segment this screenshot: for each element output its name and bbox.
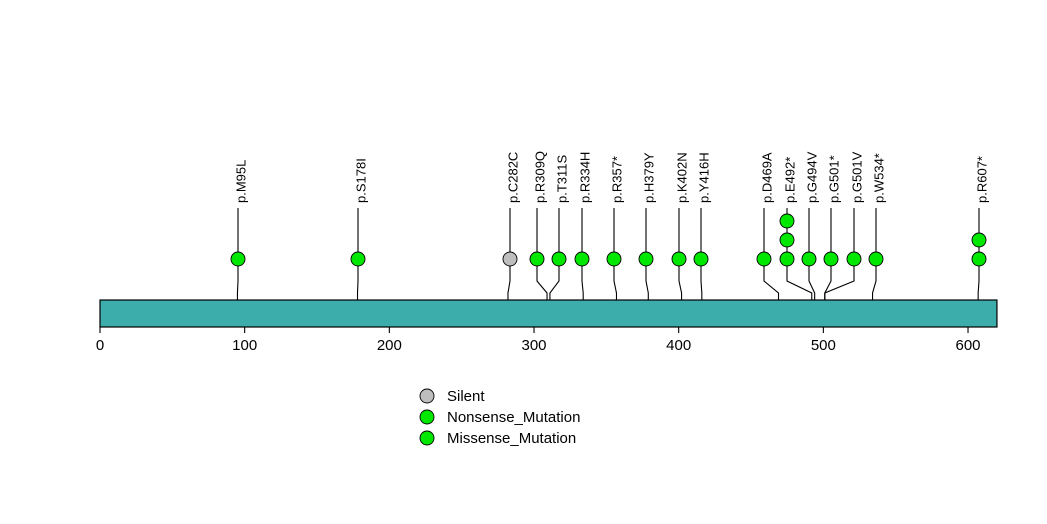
legend-swatch-nonsense-mutation[interactable] bbox=[419, 409, 435, 425]
mutation-dot[interactable] bbox=[779, 213, 795, 229]
mutation-dot[interactable] bbox=[574, 251, 590, 267]
axis-tick-label: 200 bbox=[377, 337, 402, 354]
mutation-dot[interactable] bbox=[756, 251, 772, 267]
mutation-label: p.K402N bbox=[674, 152, 689, 203]
axis-tick-label: 400 bbox=[666, 337, 691, 354]
mutation-label: p.R357* bbox=[609, 156, 624, 203]
protein-domain-bar bbox=[99, 299, 998, 328]
mutation-label: p.D469A bbox=[759, 152, 774, 203]
mutation-label: p.G494V bbox=[804, 151, 819, 203]
legend-swatch-silent[interactable] bbox=[419, 388, 435, 404]
mutation-label: p.R607* bbox=[974, 156, 989, 203]
legend-swatch-missense-mutation[interactable] bbox=[419, 430, 435, 446]
mutation-label: p.T311S bbox=[554, 154, 569, 203]
axis-tick-label: 600 bbox=[956, 337, 981, 354]
mutation-dot[interactable] bbox=[779, 232, 795, 248]
mutation-dot[interactable] bbox=[868, 251, 884, 267]
mutation-label: p.R309Q bbox=[532, 151, 547, 203]
axis-tick-label: 300 bbox=[521, 337, 546, 354]
mutation-label: p.W534* bbox=[871, 153, 886, 203]
mutation-dot[interactable] bbox=[801, 251, 817, 267]
mutation-dot[interactable] bbox=[671, 251, 687, 267]
position-axis-layer: 0 100 200 300 400 500 600 bbox=[96, 327, 981, 354]
mutation-dot[interactable] bbox=[693, 251, 709, 267]
mutation-dot[interactable] bbox=[551, 251, 567, 267]
mutation-dot[interactable] bbox=[846, 251, 862, 267]
mutation-label: p.M95L bbox=[233, 160, 248, 203]
mutation-dot[interactable] bbox=[230, 251, 246, 267]
mutation-label: p.E492* bbox=[782, 157, 797, 203]
mutation-label: p.C282C bbox=[505, 152, 520, 203]
mutation-dot[interactable] bbox=[502, 251, 518, 267]
mutation-dot[interactable] bbox=[823, 251, 839, 267]
protein-domain-bar-layer bbox=[99, 299, 998, 328]
mutation-dot[interactable] bbox=[971, 251, 987, 267]
mutation-label: p.S178I bbox=[353, 158, 368, 203]
mutation-dot[interactable] bbox=[606, 251, 622, 267]
legend-label: Silent bbox=[447, 388, 485, 405]
mutation-dot[interactable] bbox=[779, 251, 795, 267]
mutation-dot[interactable] bbox=[350, 251, 366, 267]
mutation-dot[interactable] bbox=[529, 251, 545, 267]
mutation-label: p.G501* bbox=[826, 155, 841, 203]
mutation-label: p.G501V bbox=[849, 151, 864, 203]
mutation-label: p.Y416H bbox=[696, 152, 711, 203]
mutation-label: p.H379Y bbox=[641, 152, 656, 203]
axis-tick-label: 100 bbox=[232, 337, 257, 354]
legend-label: Nonsense_Mutation bbox=[447, 409, 580, 426]
mutation-dot[interactable] bbox=[638, 251, 654, 267]
legend-label: Missense_Mutation bbox=[447, 430, 576, 447]
mutation-dots-layer bbox=[230, 213, 987, 267]
axis-tick-label: 500 bbox=[811, 337, 836, 354]
mutation-dot[interactable] bbox=[971, 232, 987, 248]
mutation-label: p.R334H bbox=[577, 152, 592, 203]
axis-tick-label: 0 bbox=[96, 337, 104, 354]
mutation-labels-layer: p.M95L p.S178I p.C282C p.R309Q p.T311S p.R334… bbox=[233, 151, 989, 203]
